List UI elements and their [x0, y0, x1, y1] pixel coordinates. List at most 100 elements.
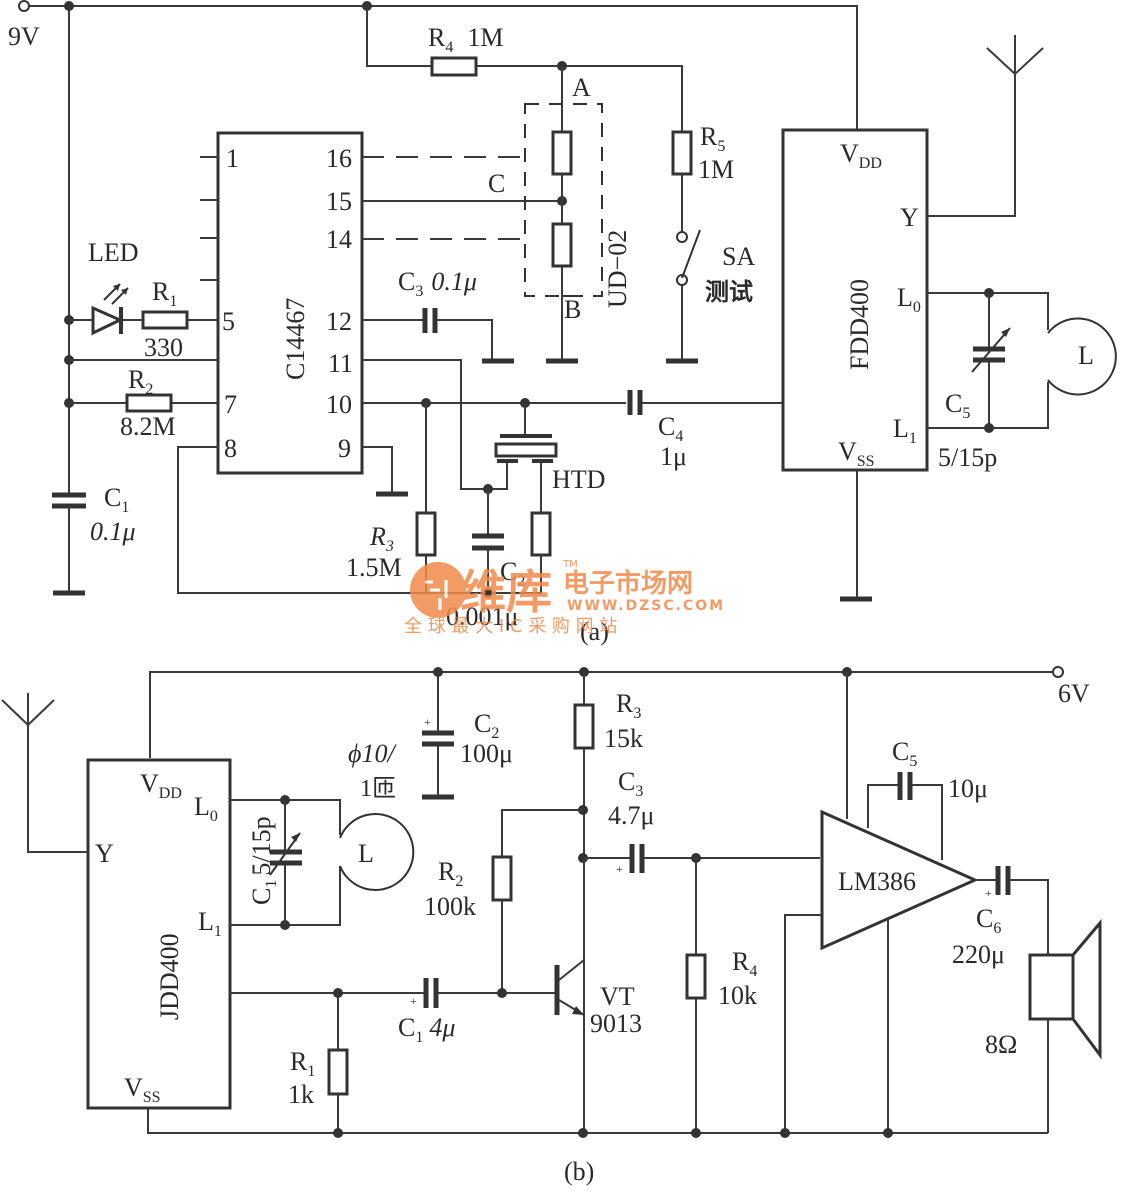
- watermark-url: WWW.DZSC.COM: [567, 598, 725, 614]
- y-pin-label: Y: [95, 839, 114, 868]
- led-label: LED: [88, 238, 139, 267]
- coil-spec-line2: 1匝: [360, 776, 396, 802]
- c2-value: 100μ: [460, 739, 513, 768]
- watermark-tm: TM: [562, 559, 578, 570]
- r2-value: 8.2M: [120, 412, 176, 441]
- pin-label: 5: [222, 307, 235, 336]
- vdd-label: VDD: [140, 769, 182, 802]
- wire: [177, 446, 480, 594]
- coil-spec-line1: ϕ10/: [348, 739, 397, 768]
- loop-coil-icon: [339, 813, 415, 891]
- pin-label: 1: [226, 144, 239, 173]
- switch-sa-icon: [676, 229, 701, 286]
- l0-pin-label: L0: [194, 792, 218, 825]
- junction: [780, 1128, 790, 1138]
- r1-label: R1: [152, 277, 177, 310]
- ic-c14467-label: C14467: [281, 298, 310, 380]
- capacitor-c2: [422, 730, 454, 747]
- circuit-b: 6V JDD400 VDD Y L0 L1 VSS C15/15p L ϕ10/…: [1, 666, 1102, 1186]
- wire: [480, 555, 542, 594]
- junction: [497, 988, 507, 998]
- caption-a: (a): [580, 617, 609, 646]
- pin-label: 14: [326, 225, 352, 254]
- buzzer-htd-icon: [494, 403, 558, 513]
- wire: [975, 879, 1049, 955]
- resistor-r4: [685, 953, 707, 1000]
- r3-value: 1.5M: [346, 553, 402, 582]
- capacitor-c2: [472, 533, 504, 551]
- pin-label: 7: [224, 390, 237, 419]
- resistor-r2: [491, 855, 513, 902]
- polarity-plus: +: [410, 994, 417, 1008]
- wire: [784, 914, 822, 1133]
- r3-label: R3: [616, 689, 641, 722]
- circuit-a: 9V C1 0.1μ LED R1 330 R2 8: [8, 0, 1117, 646]
- watermark-brand: 维库: [460, 565, 552, 619]
- c5-value: 5/15p: [938, 443, 997, 472]
- capacitor-c3: [629, 844, 645, 873]
- pin-label: 9: [338, 434, 351, 463]
- variable-capacitor-c5: [971, 327, 1011, 373]
- wire: [927, 292, 1049, 429]
- r2-label: R2: [438, 857, 463, 890]
- r2-label: R2: [128, 365, 153, 398]
- wire: [366, 6, 683, 132]
- resistor-r5: [671, 130, 693, 176]
- resistor-r4: [430, 56, 478, 77]
- r1-label: R1: [290, 1047, 315, 1080]
- sensor-ud02-outline: [524, 103, 603, 297]
- sensor-element-upper: [551, 130, 573, 176]
- wire-ground-rail: [147, 1108, 1048, 1134]
- wire: [362, 446, 393, 493]
- wire: [501, 809, 583, 993]
- loop-coil-icon: [1047, 317, 1117, 396]
- transistor-vt-value: 9013: [590, 1009, 642, 1038]
- wire: [867, 784, 943, 860]
- node-c-label: C: [488, 169, 505, 198]
- pin-label: 16: [326, 144, 352, 173]
- resistor-r2: [125, 393, 173, 413]
- r5-label: R5: [700, 122, 725, 155]
- pin-label: 8: [224, 434, 237, 463]
- switch-test-label: 测试: [705, 279, 753, 306]
- r1-value: 330: [144, 333, 183, 362]
- vss-label: VSS: [124, 1073, 161, 1106]
- c5-label: C5: [945, 389, 970, 422]
- wire: [362, 319, 493, 360]
- l1-pin-label: L1: [893, 414, 917, 447]
- switch-sa-label: SA: [722, 242, 755, 271]
- resistor-r3: [415, 511, 437, 557]
- c1-tune-label: C15/15p: [247, 816, 280, 905]
- c4-label: C4: [658, 412, 683, 445]
- supply-label-6v: 6V: [1058, 679, 1090, 708]
- ic-fdd400-label: FDD400: [845, 279, 874, 370]
- r4-label: R4: [732, 947, 757, 980]
- r2-value: 100k: [424, 892, 476, 921]
- speaker-impedance: 8Ω: [985, 1030, 1017, 1059]
- ic-jdd400-label: JDD400: [155, 933, 184, 1020]
- c6-value: 220μ: [952, 940, 1005, 969]
- y-pin-label: Y: [900, 203, 919, 232]
- ic-jdd400: [86, 758, 232, 1110]
- wire-top-rail: [149, 671, 1052, 758]
- vdd-label: VDD: [840, 139, 882, 172]
- resistor-htd-feedback: [530, 511, 552, 557]
- ic-pin-stubs: [200, 156, 218, 281]
- sensor-element-lower: [551, 222, 573, 268]
- c2-label: C2: [474, 709, 499, 742]
- wire: [230, 799, 341, 926]
- c4-value: 1μ: [660, 442, 687, 471]
- c5-label: C5: [892, 737, 917, 770]
- sensor-ud02-label: UD−02: [603, 230, 632, 308]
- r3-label: R3: [369, 522, 394, 555]
- watermark: 维库 TM 电子市场网 WWW.DZSC.COM 全 球 最 大 I C 采 购…: [404, 559, 725, 637]
- ic-c14467: [216, 131, 364, 475]
- c1-label: C1: [104, 483, 129, 516]
- capacitor-c1: [423, 978, 439, 1008]
- watermark-site-name: 电子市场网: [563, 568, 693, 599]
- buzzer-htd-label: HTD: [552, 465, 605, 494]
- junction: [578, 1128, 588, 1138]
